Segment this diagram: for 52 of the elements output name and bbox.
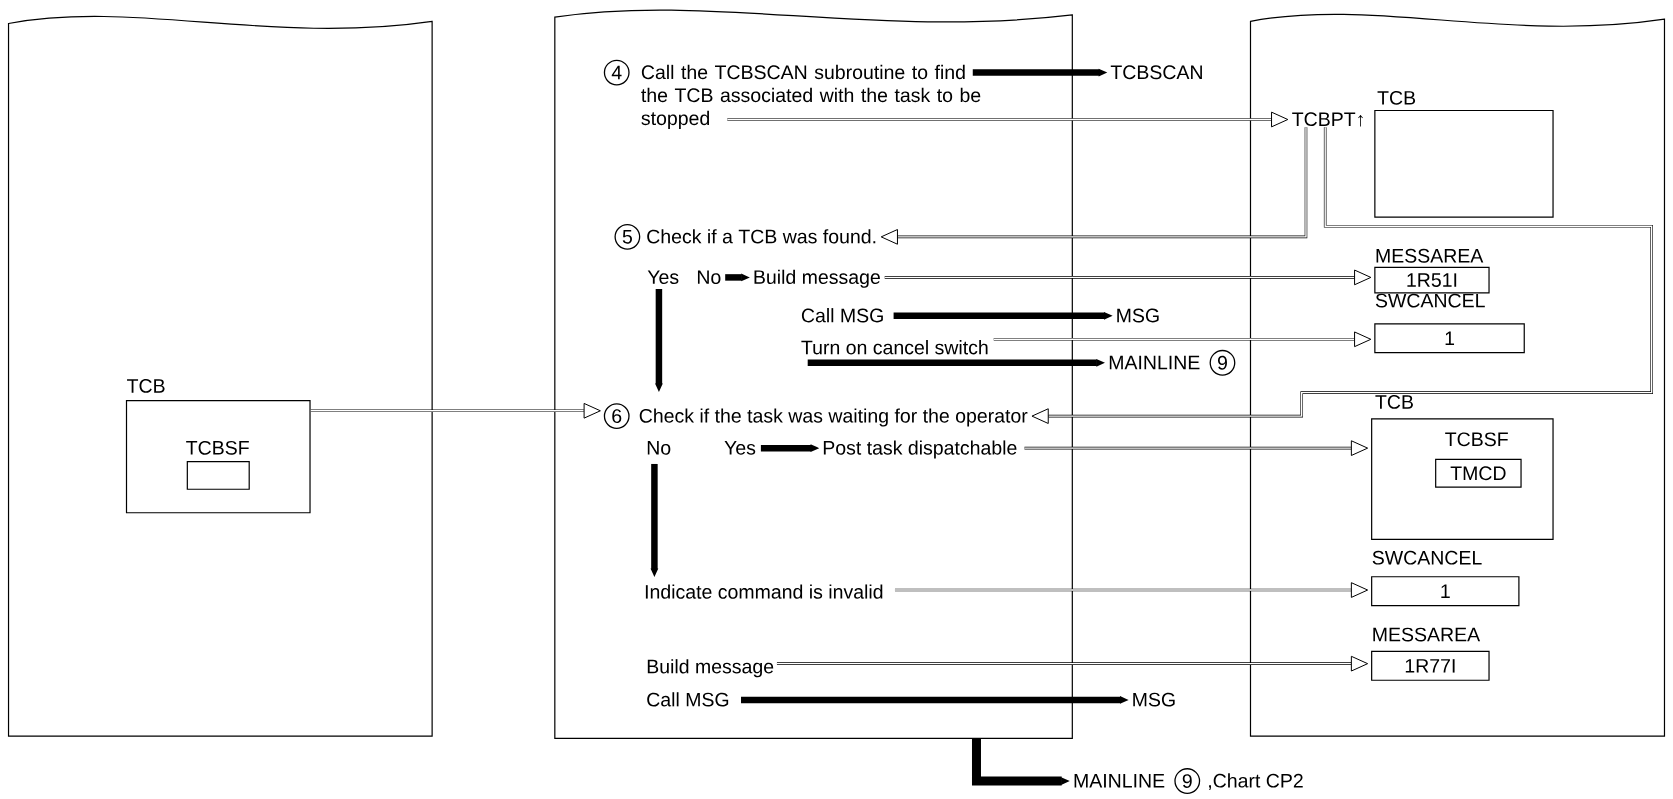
process-text: MSG [1117, 308, 1159, 323]
field-label: MESSAREA [1373, 627, 1481, 642]
process-text: No [697, 270, 721, 284]
data-flow-arrow [993, 331, 1372, 348]
data-flow-arrow [880, 126, 1308, 245]
field-label: TCBSF [186, 440, 249, 455]
document-panel [7, 15, 433, 737]
process-text: Turn on cancel switch [801, 340, 988, 355]
step-number: 6 [603, 403, 630, 429]
process-text: Yes [724, 441, 756, 455]
field-label: TCBSF [1445, 432, 1508, 447]
document-panel [1249, 13, 1666, 737]
field-label: TCB [127, 378, 165, 393]
chart-reference: ,Chart CP2 [1209, 773, 1303, 790]
data-flow-arrow [726, 111, 1289, 128]
storage-box: 1R77I [1371, 650, 1490, 681]
process-text: TCBSCAN [1110, 65, 1202, 80]
step-number: 4 [603, 59, 630, 86]
data-flow-arrow [1023, 440, 1369, 456]
process-text: Call MSG [801, 308, 883, 323]
process-text: Post task dispatchable [823, 440, 1017, 459]
field-label: MESSAREA [1376, 248, 1484, 263]
field-label: SWCANCEL [1375, 293, 1485, 308]
process-text: Call MSG [647, 692, 729, 707]
process-text: MSG [1133, 692, 1175, 707]
data-flow-arrow [894, 582, 1369, 598]
storage-box: 1R51I [1374, 266, 1490, 294]
process-text: No [647, 441, 671, 455]
process-text: TCBPT↑ [1292, 112, 1363, 127]
step-text: Call the TCBSCAN subroutine to find the TCB associated with the task to be stopped [641, 64, 981, 129]
storage-box: 1 [1374, 323, 1525, 354]
field-label: TCB [1375, 394, 1413, 409]
data-flow-arrow [1031, 126, 1653, 424]
connector-number: 9 [1174, 768, 1201, 794]
document-panel [554, 9, 1073, 739]
data-flow-arrow [884, 269, 1372, 286]
module-name: MAINLINE [1109, 355, 1200, 370]
field-label: TCB [1377, 90, 1416, 105]
step-number: 5 [614, 223, 641, 250]
step-text: Check if the task was waiting for the operator [639, 408, 1028, 427]
step-text: Check if a TCB was found. [647, 229, 876, 244]
process-text: Build message [754, 269, 880, 288]
process-text: Indicate command is invalid [645, 584, 883, 599]
data-flow-arrow [776, 655, 1369, 672]
process-text: Build message [647, 659, 774, 678]
field-label: SWCANCEL [1372, 550, 1482, 565]
data-flow-arrow [310, 402, 601, 419]
process-text: Yes [647, 270, 679, 284]
storage-box: TMCD [1435, 458, 1522, 488]
module-name: MAINLINE [1074, 773, 1165, 788]
connector-number: 9 [1209, 349, 1236, 376]
storage-box: 1 [1371, 576, 1520, 607]
